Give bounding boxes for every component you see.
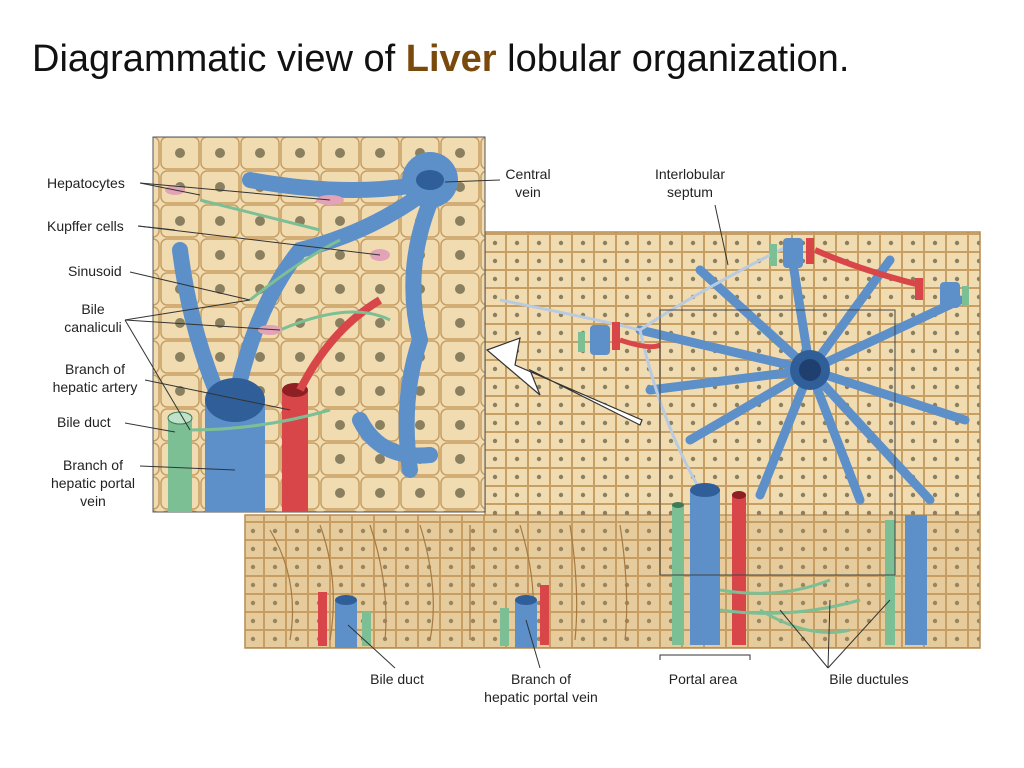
- portal-triad-top-mid: [770, 238, 814, 268]
- label-bile-canaliculi-1: Bile: [81, 301, 105, 317]
- portal-area-right: [885, 515, 927, 645]
- title-suffix: lobular organization.: [496, 38, 850, 80]
- central-vein-lumen: [799, 359, 821, 381]
- septum-artery-branch-2: [619, 337, 662, 350]
- title-prefix: Diagrammatic view of: [32, 38, 406, 80]
- slide-title: Diagrammatic view of Liver lobular organ…: [32, 38, 849, 81]
- label-portal-bottom-1: Branch of: [511, 671, 571, 687]
- portal-triad-top-left: [578, 322, 620, 355]
- inset-bile-canaliculi: [189, 198, 391, 432]
- label-central-vein-2: vein: [515, 184, 541, 200]
- inset-artery-branch: [296, 296, 383, 392]
- label-branch-portal-3: vein: [80, 493, 106, 509]
- portal-area-bottom-left: [318, 592, 371, 648]
- diagram-labels: Hepatocytes Kupffer cells Sinusoid Bile …: [47, 166, 909, 705]
- label-central-vein-1: Central: [505, 166, 550, 182]
- magnified-inset: [152, 136, 486, 513]
- label-kupffer-cells: Kupffer cells: [47, 218, 124, 234]
- label-bile-duct-bottom: Bile duct: [370, 671, 424, 687]
- label-septum-1: Interlobular: [655, 166, 725, 182]
- magnification-arrow: [485, 337, 643, 426]
- central-vein-star: [635, 240, 970, 505]
- interlobular-septum: [499, 243, 791, 491]
- portal-triad-top-right: [915, 278, 969, 308]
- label-branch-portal-2: hepatic portal: [51, 475, 135, 491]
- lobule-block: [244, 231, 981, 649]
- lower-lobule-cords: [269, 524, 628, 641]
- label-portal-area: Portal area: [669, 671, 738, 687]
- label-septum-2: septum: [667, 184, 713, 200]
- label-bile-duct-inset: Bile duct: [57, 414, 111, 430]
- label-sinusoid: Sinusoid: [68, 263, 122, 279]
- label-branch-portal-1: Branch of: [63, 457, 123, 473]
- lobule-outline-box: [659, 309, 896, 576]
- inset-hepatic-artery: [282, 390, 308, 512]
- label-bile-ductules: Bile ductules: [829, 671, 908, 687]
- bile-ductules: [719, 578, 861, 634]
- portal-area-vessels: [672, 483, 746, 645]
- title-accent: Liver: [405, 38, 497, 80]
- label-hepatocytes: Hepatocytes: [47, 175, 125, 191]
- inset-bile-duct: [168, 418, 192, 512]
- label-branch-artery-2: hepatic artery: [53, 379, 138, 395]
- leader-lines: [124, 179, 891, 669]
- septum-artery-branch: [813, 247, 921, 288]
- label-bile-canaliculi-2: canaliculi: [64, 319, 122, 335]
- label-portal-bottom-2: hepatic portal vein: [484, 689, 598, 705]
- portal-area-bottom-mid: [500, 585, 549, 648]
- label-branch-artery-1: Branch of: [65, 361, 125, 377]
